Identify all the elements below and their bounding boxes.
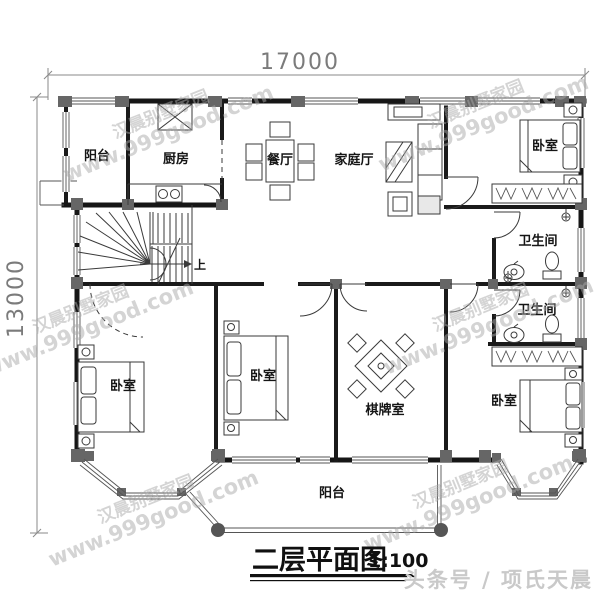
bathroom-lower-fixtures <box>503 314 562 343</box>
room-label-bedroom-bc: 卧室 <box>250 368 276 384</box>
dimension-left-value: 13000 <box>4 258 29 338</box>
wall-post <box>71 449 85 462</box>
caption: 头条号 / 项氏天晨 头条号 / 项氏天晨 <box>404 568 594 594</box>
wall-post <box>440 450 452 462</box>
watermark-url: www.999good.com <box>60 80 277 186</box>
wall-posts <box>58 96 587 496</box>
bedroom-br-furniture <box>491 346 583 448</box>
watermark-url: www.999good.com <box>45 465 262 571</box>
ceiling-lamp-symbols <box>503 209 571 298</box>
kitchen-fixtures <box>127 103 222 205</box>
plan-title: 二层平面图 1:100 <box>250 545 428 582</box>
wall-post <box>555 96 569 107</box>
wall-post <box>117 488 126 496</box>
wall-post <box>572 451 582 461</box>
balcony-column <box>211 523 225 537</box>
stair-direction-arrow <box>184 260 192 268</box>
bay-window-right <box>496 458 583 500</box>
wall-post <box>479 450 491 462</box>
wall-post <box>115 96 129 107</box>
tv-cabinet <box>387 103 441 121</box>
room-label-balcony-bottom: 阳台 <box>319 485 345 501</box>
plan-scale: 1:100 <box>368 550 428 572</box>
wall-post <box>208 96 222 107</box>
wall-post <box>177 488 186 496</box>
room-label-dining: 餐厅 <box>266 152 293 168</box>
wall-post <box>574 96 586 107</box>
wall-post <box>71 198 83 210</box>
sink <box>503 327 525 343</box>
room-label-balcony-top: 阳台 <box>84 148 110 164</box>
dimension-left: 13000 <box>4 92 48 538</box>
wall-post <box>71 277 83 289</box>
sink <box>503 264 525 280</box>
wardrobe <box>491 183 583 204</box>
wall-post <box>84 451 94 461</box>
staircase <box>77 205 193 285</box>
bedroom-bl-furniture <box>77 344 145 449</box>
wall-post <box>211 451 221 461</box>
side-table <box>387 191 413 217</box>
bathroom-upper-fixtures <box>503 251 562 280</box>
wall-post <box>330 279 342 289</box>
plan-title-text: 二层平面图 <box>252 545 387 576</box>
caption-text: 头条号 / 项氏天晨 <box>404 568 593 592</box>
dining-table-set <box>245 121 315 201</box>
chess-table-set <box>347 333 415 399</box>
balcony-railing <box>185 465 448 537</box>
room-label-bedroom-br: 卧室 <box>491 393 517 409</box>
room-label-kitchen: 厨房 <box>163 151 189 167</box>
bedroom-bc-furniture <box>223 320 289 436</box>
door-arcs <box>89 176 521 338</box>
wall-post <box>58 96 72 107</box>
wall-post <box>488 279 498 289</box>
wall-post <box>575 277 587 289</box>
room-label-bath-lower: 卫生间 <box>517 302 556 318</box>
room-label-bath-upper: 卫生间 <box>518 233 557 249</box>
toilet <box>545 314 559 334</box>
watermark-url: www.999good.com <box>360 450 577 556</box>
dimension-top-value: 17000 <box>260 50 340 75</box>
end-table <box>417 195 441 215</box>
wardrobe <box>491 346 583 367</box>
caption-shadow: 头条号 / 项氏天晨 <box>405 570 594 594</box>
wall-post <box>405 96 419 107</box>
sofa <box>417 123 443 201</box>
room-label-bedroom-tr: 卧室 <box>532 138 558 154</box>
family-hall-furniture <box>385 103 443 217</box>
bay-window-left <box>79 458 223 500</box>
toilet <box>545 251 559 271</box>
dimension-top: 17000 <box>43 50 590 100</box>
wall-post <box>291 96 305 107</box>
wall-post <box>549 488 558 496</box>
wall-post <box>440 279 452 289</box>
room-label-family: 家庭厅 <box>334 152 373 168</box>
balcony-column <box>434 523 448 537</box>
wall-post <box>492 453 501 462</box>
room-label-bedroom-bl: 卧室 <box>110 378 136 394</box>
wall-post <box>216 199 228 210</box>
stairs-up-label: 上 <box>194 257 206 272</box>
wall-post <box>465 96 478 107</box>
bedroom-tr-furniture <box>491 102 583 204</box>
room-label-chess: 棋牌室 <box>364 402 404 418</box>
kitchen-stove <box>155 185 183 203</box>
